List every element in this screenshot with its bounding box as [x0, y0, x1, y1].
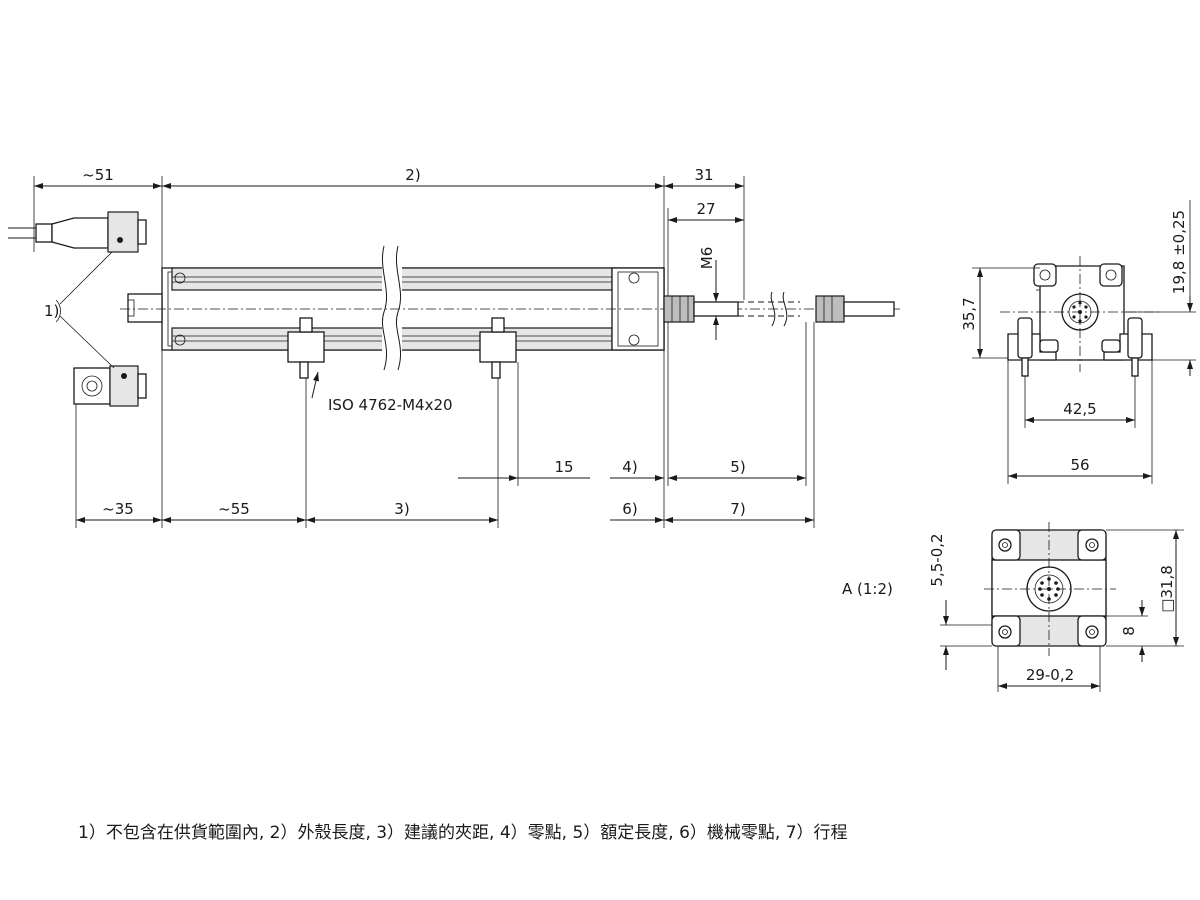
dim-31-8: □31,8	[1158, 565, 1176, 613]
end-view	[1000, 256, 1160, 377]
cable-connector-angled	[73, 365, 147, 407]
dim-35: ~35	[102, 500, 134, 518]
view-a-label: A (1:2)	[842, 580, 893, 598]
dim-42-5: 42,5	[1063, 400, 1096, 418]
extension-lines	[33, 176, 815, 528]
dim-m6: M6	[698, 247, 716, 270]
dim-rated-length: 5)	[730, 458, 745, 476]
dim-29: 29-0,2	[1026, 666, 1074, 684]
view-a-detail	[984, 522, 1116, 656]
dim-clamp-distance: 3)	[394, 500, 409, 518]
dim-15: 15	[554, 458, 573, 476]
mounting-clamp-right	[479, 317, 517, 379]
cable-connector-straight	[8, 211, 147, 253]
dim-27: 27	[696, 200, 715, 218]
mounting-clamp-left	[287, 317, 325, 379]
dim-19-8: 19,8 ±0,25	[1170, 210, 1188, 294]
dim-5-5: 5,5-0,2	[928, 533, 946, 586]
dim-mech-zero: 6)	[622, 500, 637, 518]
sensor-rod	[663, 291, 895, 327]
dim-31: 31	[694, 166, 713, 184]
dim-stroke: 7)	[730, 500, 745, 518]
dimension-lines	[34, 183, 814, 523]
screw-label: ISO 4762-M4x20	[328, 396, 453, 414]
dim-zero-point: 4)	[622, 458, 637, 476]
dim-8: 8	[1120, 626, 1138, 636]
dim-56: 56	[1070, 456, 1089, 474]
dim-housing-length: 2)	[405, 166, 420, 184]
sensor-housing-side-view	[120, 245, 900, 371]
dim-55: ~55	[218, 500, 250, 518]
dim-35-7: 35,7	[960, 297, 978, 330]
view-a-dimensions	[940, 529, 1184, 692]
connector-ref-label: 1)	[44, 302, 59, 320]
connector-ref-leaders	[55, 251, 115, 369]
dim-51: ~51	[82, 166, 114, 184]
end-view-dimensions	[972, 200, 1196, 484]
footnote: 1）不包含在供貨範圍內, 2）外殼長度, 3）建議的夾距, 4）零點, 5）額定…	[78, 823, 848, 843]
